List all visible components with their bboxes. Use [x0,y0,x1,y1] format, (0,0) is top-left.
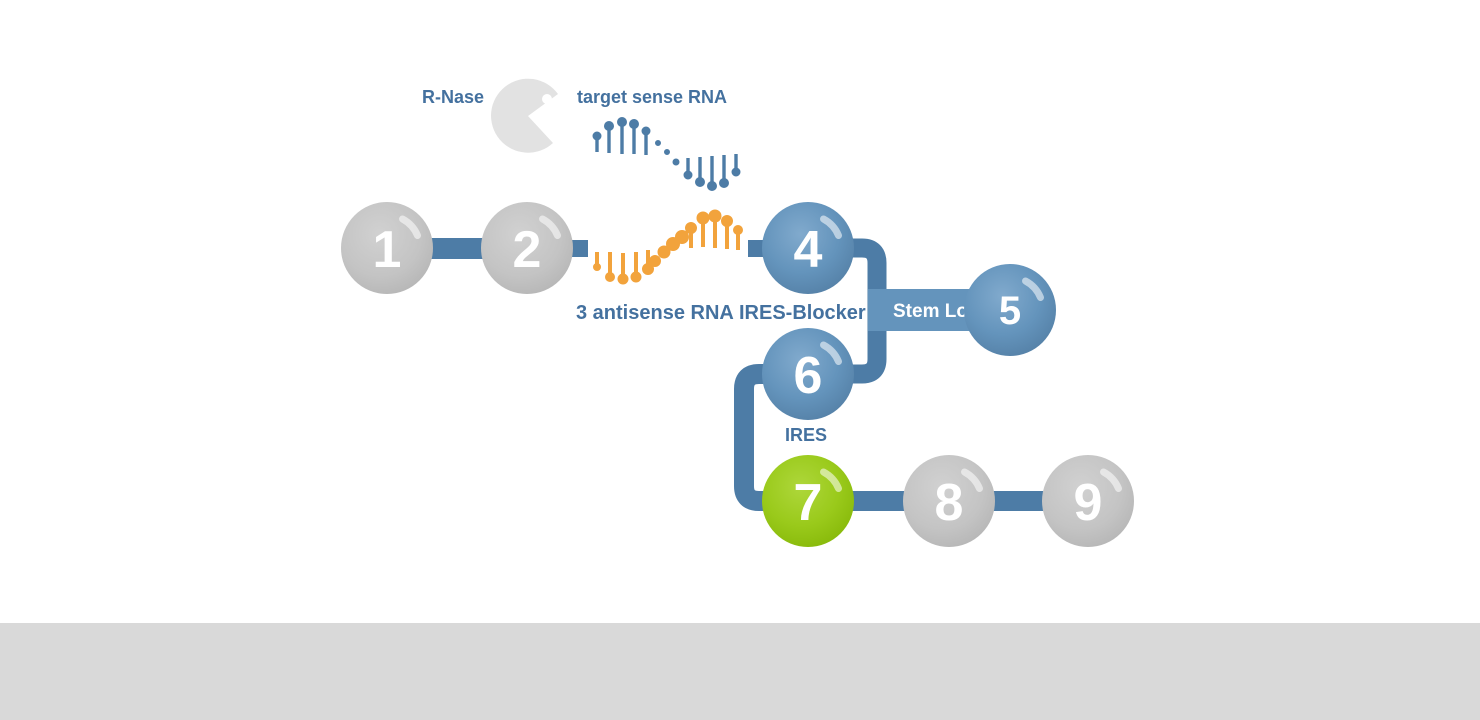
node-number: 1 [373,221,402,279]
node-number: 4 [794,221,823,279]
strand-stems [595,124,738,184]
node-number: 7 [794,474,823,532]
step-node-8[interactable]: 8 [903,455,995,547]
rnase-pacman-icon [491,78,558,153]
step-node-5[interactable]: 5 [964,264,1056,356]
strand-stems [595,219,740,276]
loop-connector-6-7 [734,364,780,511]
step-node-7[interactable]: 7 [762,455,854,547]
label-rnase: R-Nase [422,87,484,107]
node-number: 5 [999,289,1021,333]
strand-heads [593,209,743,285]
label-target-sense-rna: target sense RNA [577,87,727,107]
node-number: 2 [513,221,542,279]
strand-heads [592,117,741,191]
step-node-6[interactable]: 6 [762,328,854,420]
node-number: 9 [1074,474,1103,532]
node-number: 6 [794,347,823,405]
antisense-rna-strand [593,209,743,285]
pacman-body [491,78,558,153]
footer-band [0,623,1480,720]
pacman-eye [542,94,552,104]
step-node-4[interactable]: 4 [762,202,854,294]
step-node-2[interactable]: 2 [481,202,573,294]
step-node-1[interactable]: 1 [341,202,433,294]
node-number: 8 [935,474,964,532]
label-ires-blocker: IRES-Blocker [739,302,866,324]
step-node-9[interactable]: 9 [1042,455,1134,547]
label-antisense-rna: 3 antisense RNA [576,302,734,324]
target-sense-rna-strand [592,117,741,191]
label-ires: IRES [785,425,827,445]
